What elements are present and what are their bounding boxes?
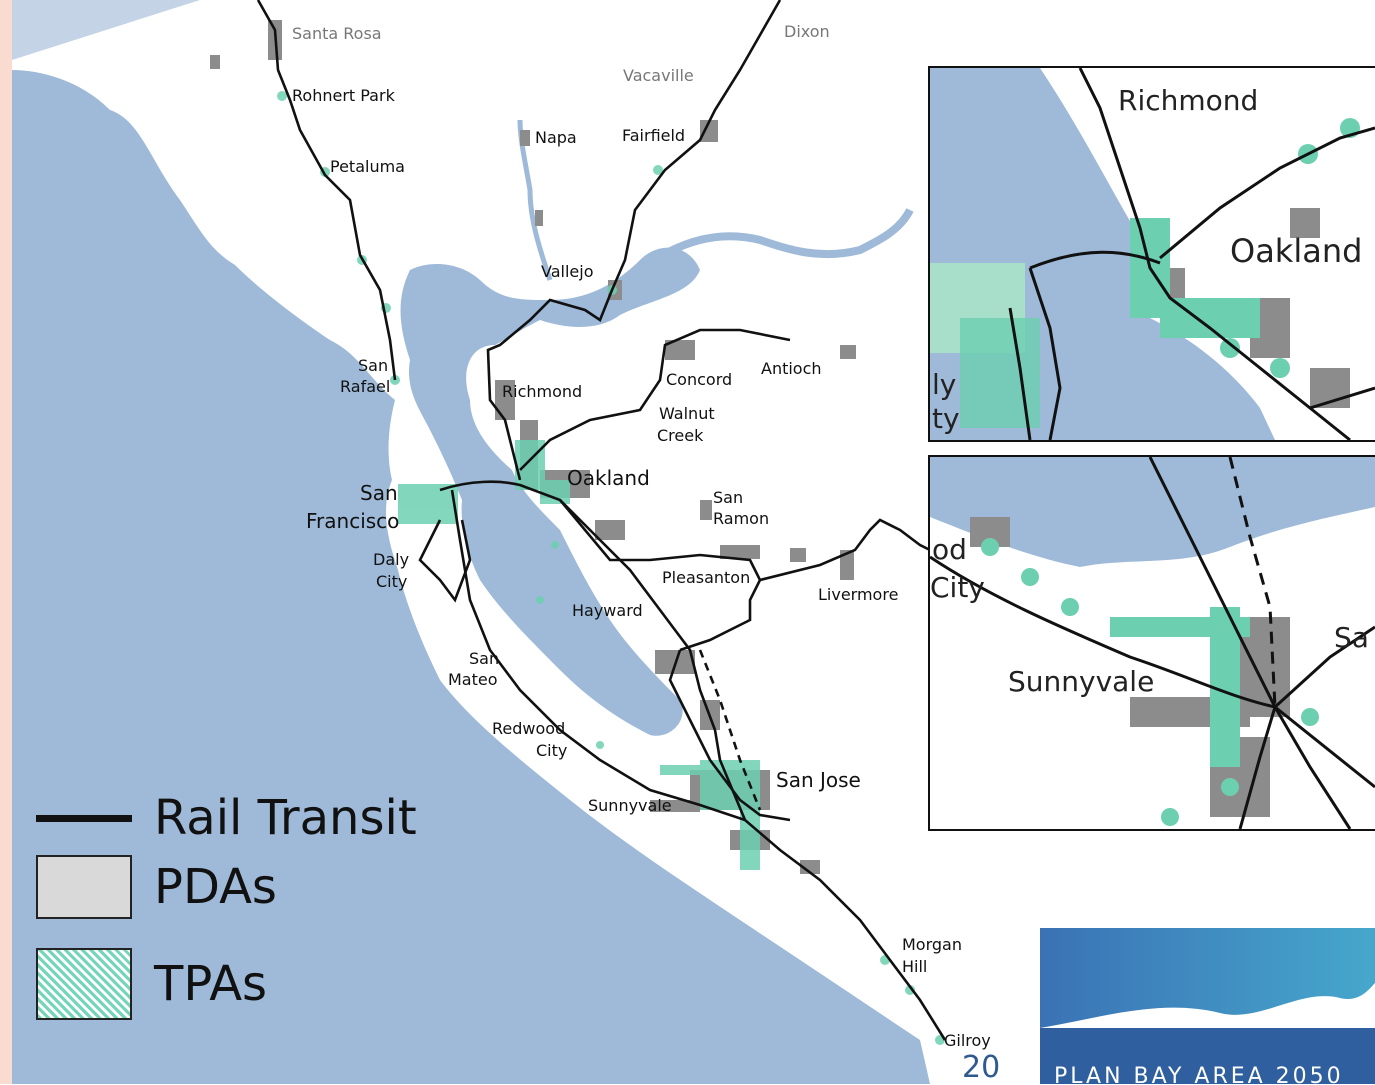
label-petaluma: Petaluma bbox=[330, 157, 405, 176]
legend-pda-swatch bbox=[36, 855, 132, 919]
label-morgan-hill-1: Morgan bbox=[902, 935, 962, 954]
label-vacaville: Vacaville bbox=[623, 66, 694, 85]
label-morgan-hill-2: Hill bbox=[902, 957, 928, 976]
inset-south-san: Sa bbox=[1334, 621, 1369, 654]
label-antioch: Antioch bbox=[761, 359, 822, 378]
label-dixon: Dixon bbox=[784, 22, 830, 41]
inset-north-oakland: Oakland bbox=[1230, 232, 1363, 270]
label-san-ramon-1: San bbox=[713, 488, 744, 507]
label-livermore: Livermore bbox=[818, 585, 899, 604]
inset-map-san-jose: od City Sunnyvale Sa bbox=[928, 455, 1375, 831]
label-san-jose: San Jose bbox=[776, 768, 861, 792]
legend-pda-label: PDAs bbox=[154, 859, 277, 915]
rail-lines bbox=[256, 0, 947, 1041]
label-sunnyvale: Sunnyvale bbox=[588, 796, 672, 815]
bart-sf bbox=[439, 480, 747, 821]
label-richmond: Richmond bbox=[502, 382, 583, 401]
label-daly-1: Daly bbox=[373, 550, 410, 569]
legend-tpa: TPAs bbox=[36, 948, 267, 1020]
legend-rail-label: Rail Transit bbox=[154, 790, 417, 846]
bart-sj-dashed bbox=[698, 649, 762, 811]
label-san-mateo-1: San bbox=[469, 649, 500, 668]
label-oakland: Oakland bbox=[567, 466, 650, 490]
label-san-rafael-2: Rafael bbox=[340, 377, 391, 396]
label-gilroy: Gilroy bbox=[944, 1031, 991, 1050]
legend-rail-swatch bbox=[36, 814, 132, 822]
inset-south-city-2: City bbox=[930, 571, 985, 604]
legend-tpa-swatch bbox=[36, 948, 132, 1020]
label-fairfield: Fairfield bbox=[622, 126, 686, 145]
san-francisco-bay bbox=[400, 247, 700, 736]
delta-waterway bbox=[637, 208, 914, 274]
label-redwood-1: Redwood bbox=[492, 719, 566, 738]
banner-text: PLAN BAY AREA 2050 bbox=[1054, 1064, 1344, 1084]
tpa-areas bbox=[277, 91, 945, 1045]
capitol-corridor bbox=[486, 0, 782, 481]
label-san-ramon-2: Ramon bbox=[713, 509, 770, 528]
label-sf-1: San bbox=[360, 481, 398, 505]
label-hayward: Hayward bbox=[572, 601, 643, 620]
label-daly-2: City bbox=[376, 572, 408, 591]
inset-north-daly-2: ty bbox=[932, 402, 960, 435]
label-sf-2: Francisco bbox=[306, 509, 400, 533]
inset-map-oakland: Richmond Oakland ly ty bbox=[928, 66, 1375, 442]
legend-tpa-label: TPAs bbox=[154, 956, 268, 1012]
label-san-rafael-1: San bbox=[358, 356, 389, 375]
ace-livermore bbox=[759, 518, 931, 582]
sf-east bbox=[418, 519, 472, 603]
bart-antioch bbox=[519, 328, 791, 471]
label-walnut-creek-2: Creek bbox=[657, 426, 704, 445]
pacific-ocean bbox=[12, 70, 930, 1084]
slide-edge bbox=[0, 0, 12, 1084]
label-concord: Concord bbox=[666, 370, 733, 389]
label-santa-rosa: Santa Rosa bbox=[292, 24, 382, 43]
label-napa: Napa bbox=[535, 128, 577, 147]
plan-bay-area-banner: PLAN BAY AREA 2050 bbox=[1040, 928, 1375, 1084]
legend-rail: Rail Transit bbox=[36, 790, 417, 846]
inset-south-sunnyvale: Sunnyvale bbox=[1008, 665, 1155, 698]
inset-north-richmond: Richmond bbox=[1118, 84, 1259, 117]
label-pleasanton: Pleasanton bbox=[662, 568, 751, 587]
vta-rail bbox=[668, 649, 791, 822]
smart-rail bbox=[256, 0, 397, 381]
caltrain bbox=[450, 489, 947, 1041]
label-san-mateo-2: Mateo bbox=[448, 670, 498, 689]
label-redwood-2: City bbox=[536, 741, 568, 760]
label-vallejo: Vallejo bbox=[541, 262, 594, 281]
legend-pda: PDAs bbox=[36, 855, 277, 919]
ace-rail bbox=[559, 499, 762, 652]
north-shore bbox=[12, 0, 200, 60]
page-number: 20 bbox=[962, 1050, 1001, 1085]
label-walnut-creek-1: Walnut bbox=[659, 404, 715, 423]
inset-north-daly-1: ly bbox=[932, 368, 957, 401]
inset-south-city-1: od bbox=[932, 533, 967, 566]
label-rohnert-park: Rohnert Park bbox=[292, 86, 395, 105]
